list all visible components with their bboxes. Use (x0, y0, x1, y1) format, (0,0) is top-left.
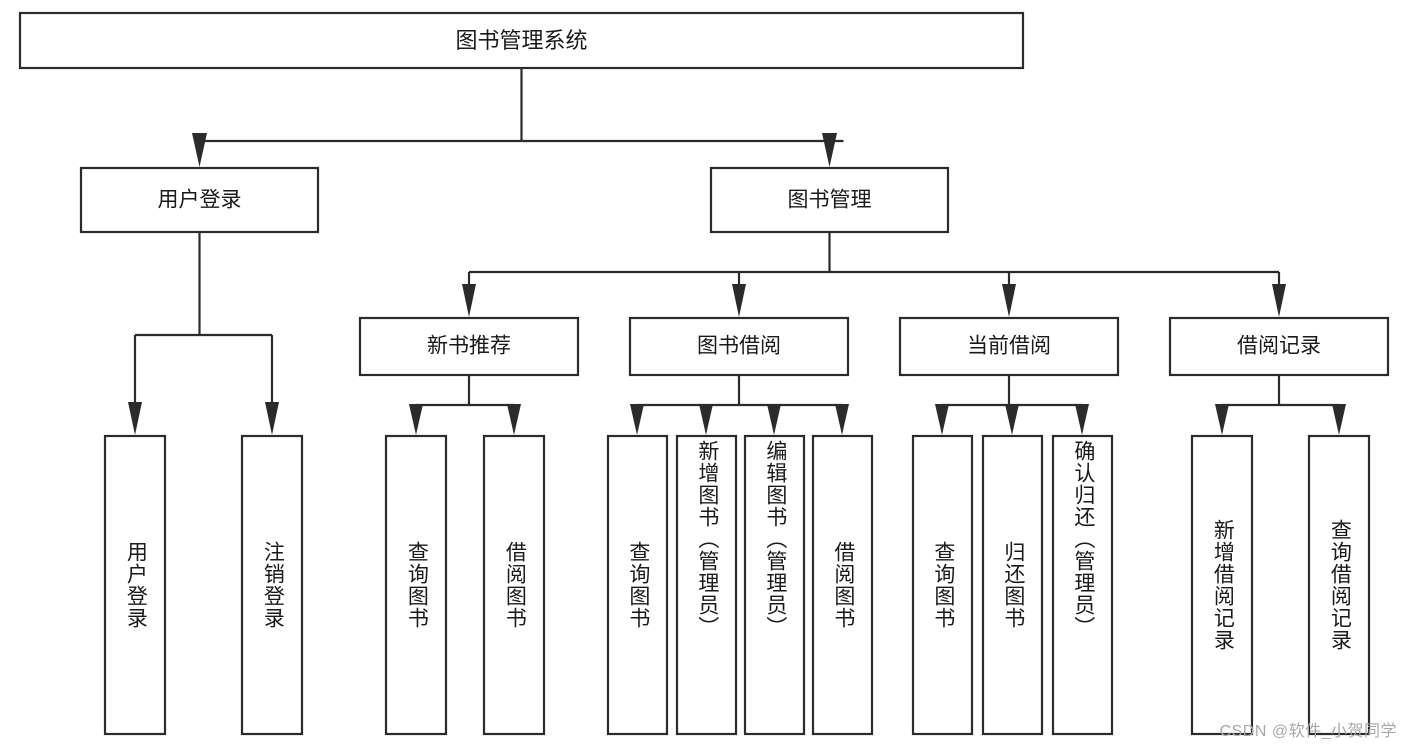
leaf-box-query-borrow-record[interactable] (1307, 434, 1371, 736)
leaf-box-borrow-book-2[interactable] (811, 434, 874, 736)
node-book-borrow[interactable] (628, 316, 850, 377)
leaf-box-edit-book-admin[interactable] (743, 434, 806, 736)
connector-new-book-rec-to-leaves (409, 375, 521, 435)
node-current-borrow-label: 当前借阅 (967, 335, 1051, 358)
arrowhead-to-borrow-record (1272, 284, 1286, 317)
connector-user-login-to-leaves (128, 232, 279, 435)
node-book-management-label: 图书管理 (788, 189, 872, 212)
node-user-login[interactable] (79, 166, 320, 234)
leaf-box-confirm-return-admin[interactable] (1051, 434, 1114, 736)
connector-book-borrow-to-leaves (630, 375, 849, 435)
arrowhead-to-user-login (192, 133, 207, 167)
node-book-borrow-label: 图书借阅 (697, 335, 781, 358)
arrowhead-nbr-leaf-1 (409, 404, 423, 435)
leaf-box-user-login[interactable] (103, 434, 167, 736)
arrowhead-bb-leaf-2 (699, 404, 713, 435)
node-root-label: 图书管理系统 (455, 28, 587, 53)
arrowhead-to-current-borrow (1002, 284, 1016, 317)
arrowhead-leaf-user-login (128, 402, 142, 435)
connector-book-mgmt-to-level3 (462, 232, 1286, 317)
arrowhead-to-new-book-rec (462, 284, 476, 317)
arrowhead-cb-leaf-1 (935, 404, 949, 435)
node-new-book-recommend-label: 新书推荐 (427, 335, 511, 358)
arrowhead-to-book-borrow (732, 284, 746, 317)
arrowhead-leaf-logout (265, 402, 279, 435)
arrowhead-bb-leaf-3 (767, 404, 781, 435)
node-user-login-label: 用户登录 (158, 189, 242, 212)
node-root-book-management-system[interactable] (18, 11, 1025, 70)
arrowhead-br-leaf-2 (1332, 404, 1346, 435)
node-new-book-recommend[interactable] (358, 316, 580, 377)
connector-borrow-record-to-leaves (1215, 375, 1346, 435)
arrowhead-br-leaf-1 (1215, 404, 1229, 435)
leaf-box-logout[interactable] (240, 434, 304, 736)
node-borrow-record[interactable] (1168, 316, 1390, 377)
leaf-box-borrow-book-1[interactable] (482, 434, 546, 736)
arrowhead-bb-leaf-4 (835, 404, 849, 435)
arrowhead-nbr-leaf-2 (507, 404, 521, 435)
connector-root-to-level2 (192, 68, 844, 167)
leaf-box-return-book[interactable] (981, 434, 1044, 736)
connector-current-borrow-to-leaves (935, 375, 1089, 435)
arrowhead-bb-leaf-1 (630, 404, 644, 435)
leaf-box-query-book-2[interactable] (606, 434, 669, 736)
leaf-box-query-book-1[interactable] (384, 434, 448, 736)
csdn-watermark: CSDN @软件_小贺同学 (1219, 723, 1397, 740)
node-book-management[interactable] (709, 166, 950, 234)
arrowhead-cb-leaf-3 (1075, 404, 1089, 435)
leaf-box-add-book-admin[interactable] (675, 434, 738, 736)
leaf-box-add-borrow-record[interactable] (1190, 434, 1254, 736)
leaf-box-query-book-3[interactable] (911, 434, 974, 736)
node-borrow-record-label: 借阅记录 (1237, 335, 1321, 358)
node-current-borrow[interactable] (898, 316, 1120, 377)
arrowhead-cb-leaf-2 (1005, 404, 1019, 435)
arrowhead-to-book-mgmt (822, 133, 837, 167)
